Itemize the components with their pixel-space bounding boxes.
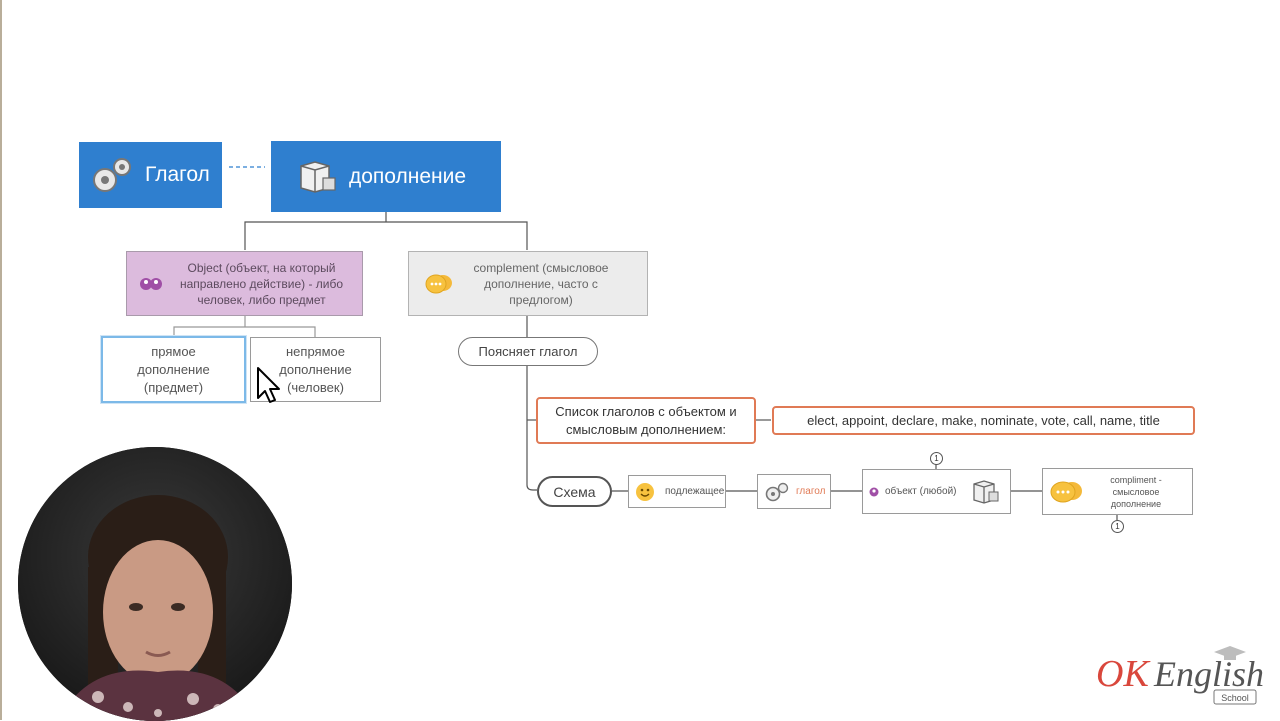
gears-icon [89,152,135,198]
mouse-cursor-icon [257,367,280,403]
svg-text:OK: OK [1096,653,1150,695]
box-icon [973,479,999,504]
object-any-text: объект (любой) [885,486,957,497]
marker-bottom: 1 [1111,520,1124,533]
verb-topic[interactable]: Глагол [79,142,222,208]
smiley-icon [636,482,654,501]
speech-bubbles-icon [425,272,453,300]
object-topic-label: дополнение [349,164,467,188]
person-icon [869,487,879,496]
verb-node[interactable]: глагол [757,474,831,509]
webcam-video [18,447,292,721]
verb-list-label-node[interactable]: Список глаголов с объектом и смысловым д… [536,397,756,444]
scheme-label: Схема [553,483,596,500]
object-any-node[interactable]: объект (любой) [862,469,1011,514]
box-icon [297,157,339,197]
direct-object-text: прямое дополнение (предмет) [137,343,210,395]
explains-verb-text: Поясняет глагол [478,344,578,359]
gears-icon [765,482,789,501]
complement-node-text: complement (смысловое дополнение, часто … [473,260,609,307]
indirect-object-text: непрямое дополнение (человек) [279,343,352,395]
marker-top: 1 [930,452,943,465]
complement-node[interactable]: complement (смысловое дополнение, часто … [408,251,648,316]
object-topic[interactable]: дополнение [271,141,501,212]
complement-scheme-node[interactable]: compliment - смысловое дополнение [1042,468,1193,515]
verb-topic-label: Глагол [145,163,210,186]
left-edge-border [0,0,2,720]
verb-list-values-node[interactable]: elect, appoint, declare, make, nominate,… [772,406,1195,435]
people-icon [139,277,163,295]
scheme-node[interactable]: Схема [537,476,612,507]
verb-list-label-text: Список глаголов с объектом и смысловым д… [555,403,737,437]
complement-scheme-text: compliment - смысловое дополнение [1110,474,1162,509]
explains-verb-node[interactable]: Поясняет глагол [458,337,598,366]
speech-bubbles-icon [1050,481,1082,502]
object-node-text: Object (объект, на который направлено де… [179,260,344,307]
verb-text: глагол [796,486,826,497]
svg-text:English: English [1153,654,1264,694]
verb-list-values-text: elect, appoint, declare, make, nominate,… [807,413,1160,428]
ok-english-logo: OK English School [1096,646,1266,708]
object-node[interactable]: Object (объект, на который направлено де… [126,251,363,316]
subject-node[interactable]: подлежащее [628,475,726,508]
svg-text:School: School [1221,693,1249,703]
direct-object-node[interactable]: прямое дополнение (предмет) [101,336,246,403]
subject-text: подлежащее [665,486,725,497]
